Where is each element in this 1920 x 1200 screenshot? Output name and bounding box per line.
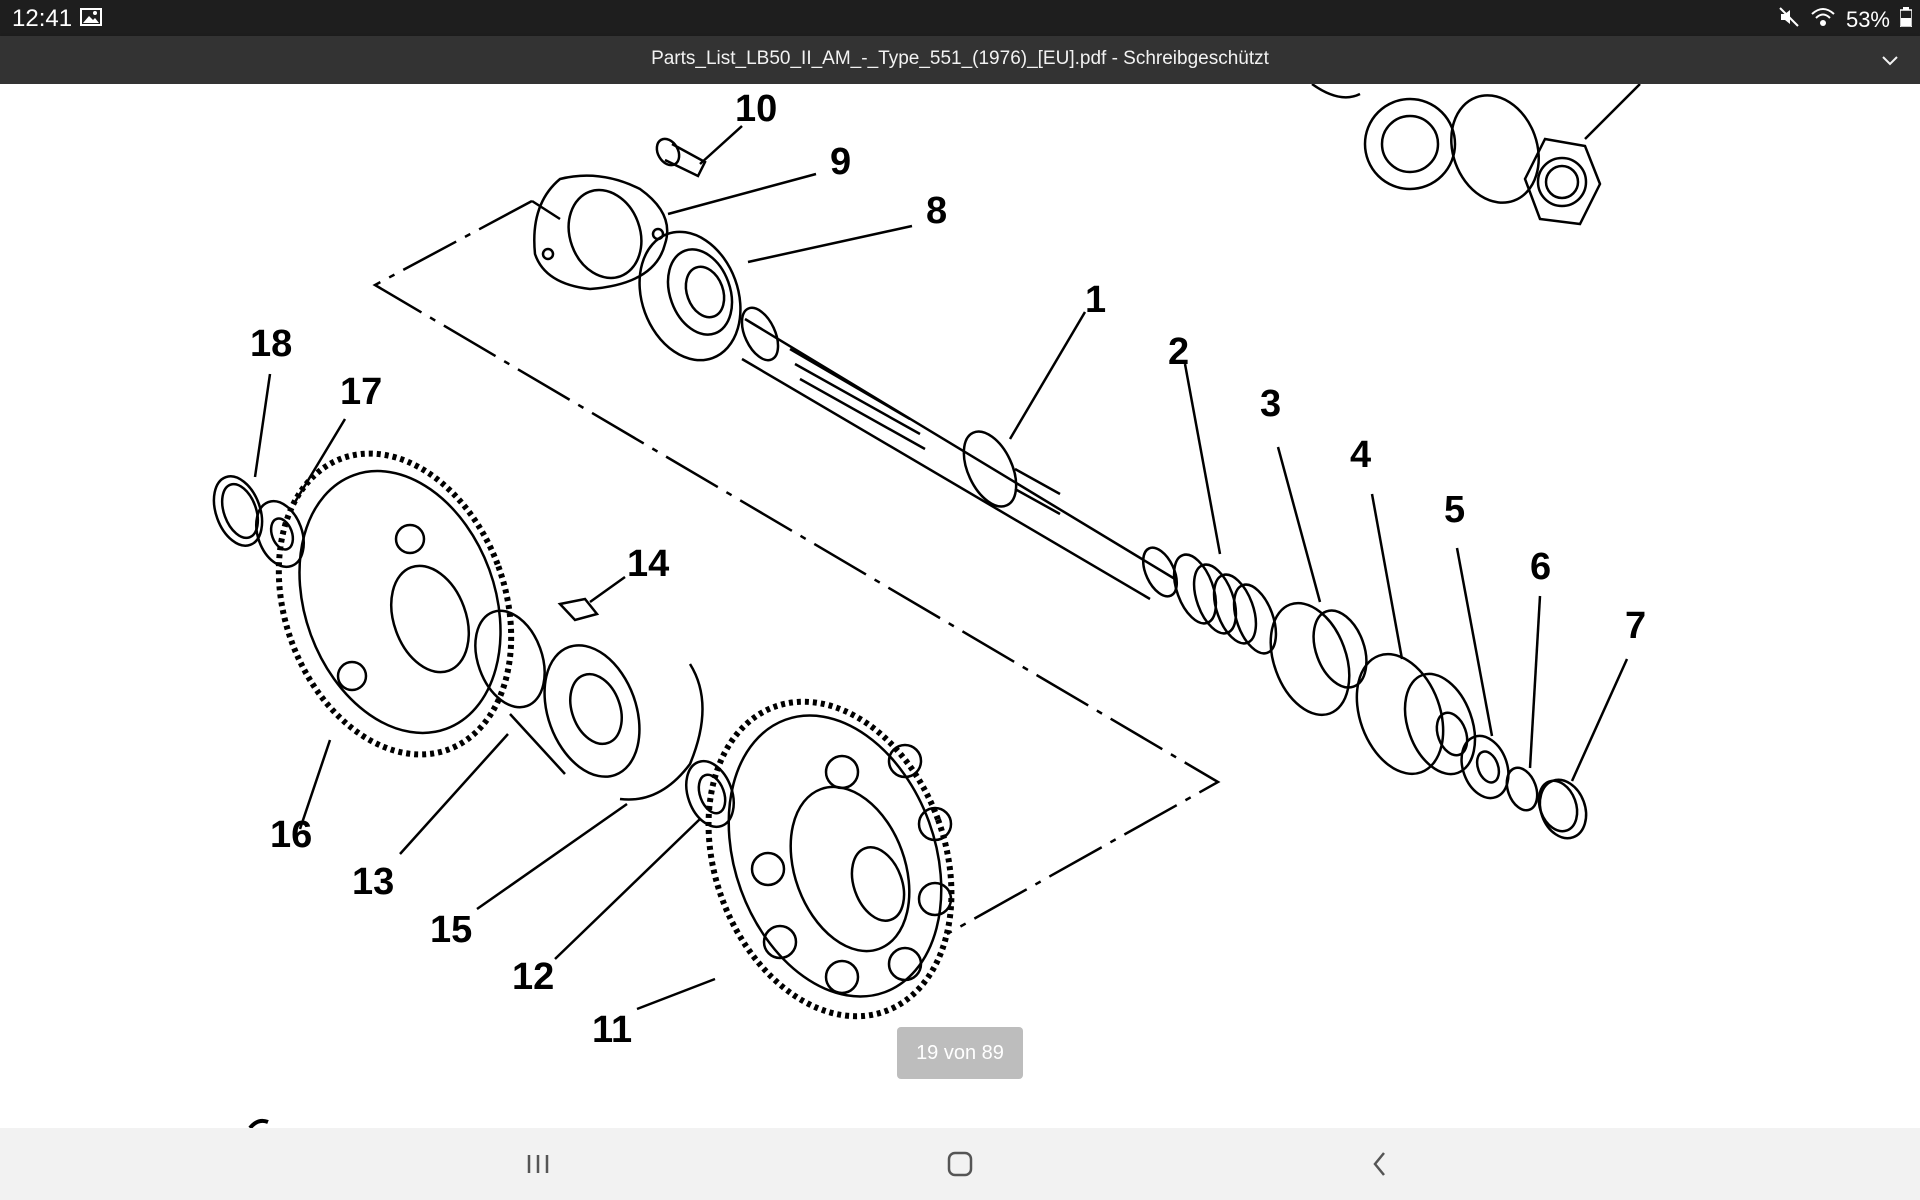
gear-part-4 [1355,493,1477,776]
callout-2: 2 [1168,331,1189,373]
callout-6: 6 [1530,546,1551,588]
spring-part-2 [1172,363,1278,655]
wifi-icon [1810,6,1836,34]
callout-1: 1 [1085,279,1106,321]
part-callouts: 10 9 8 1 2 3 4 5 6 7 18 17 14 16 13 15 1… [250,88,1646,1051]
image-icon [80,8,102,31]
gear-part-3 [1269,446,1368,717]
partial-mark [248,1118,269,1128]
callout-17: 17 [340,371,382,413]
flange-part-9 [533,172,817,291]
callout-8: 8 [926,190,947,232]
bearing-part-8 [638,224,913,362]
status-bar: 12:41 53% [0,0,1920,36]
callout-9: 9 [830,141,851,183]
gear-part-11 [636,698,955,1020]
gear-part-16 [275,450,515,830]
recents-icon[interactable] [493,1142,583,1186]
callout-4: 4 [1350,434,1371,476]
exploded-parts-diagram: 10 9 8 1 2 3 4 5 6 7 18 17 14 16 13 15 1… [212,84,1646,1128]
cap-part-7 [1537,658,1629,840]
callout-12: 12 [512,956,554,998]
callout-15: 15 [430,909,472,951]
callout-13: 13 [352,861,394,903]
callout-5: 5 [1444,489,1465,531]
washer-part-12 [554,759,735,960]
callout-7: 7 [1625,605,1646,647]
circlip-part-15 [476,663,704,911]
status-icons: 53% [1778,6,1913,34]
home-icon[interactable] [915,1142,1005,1186]
clip-part-18 [212,373,272,547]
callout-3: 3 [1260,383,1281,425]
shaft-part-1 [740,306,1179,601]
battery-percent: 53% [1845,7,1890,32]
assembly-outline [372,199,1221,936]
callout-16: 16 [270,814,312,856]
washer-part-5 [1455,547,1510,800]
navigation-bar [0,1128,1920,1200]
mute-icon [1778,6,1800,34]
clip-part-6 [1505,595,1542,812]
viewer-title-bar: Parts_List_LB50_II_AM_-_Type_551_(1976)_… [0,36,1920,84]
bolt-part-10 [655,125,743,178]
back-icon[interactable] [1335,1142,1425,1186]
sprocket-fragment [1311,84,1641,226]
hub-part-13 [399,609,641,855]
page-indicator: 19 von 89 [897,1027,1023,1079]
document-title: Parts_List_LB50_II_AM_-_Type_551_(1976)_… [651,48,1269,69]
key-part-14 [557,575,626,622]
callout-11: 11 [592,1009,632,1051]
status-time: 12:41 [12,5,73,32]
document-page[interactable]: 10 9 8 1 2 3 4 5 6 7 18 17 14 16 13 15 1… [0,84,1920,1128]
chevron-down-icon[interactable] [1880,50,1900,75]
battery-icon [1899,7,1913,33]
callout-14: 14 [627,543,669,585]
callout-10: 10 [735,88,777,130]
callout-18: 18 [250,323,292,365]
